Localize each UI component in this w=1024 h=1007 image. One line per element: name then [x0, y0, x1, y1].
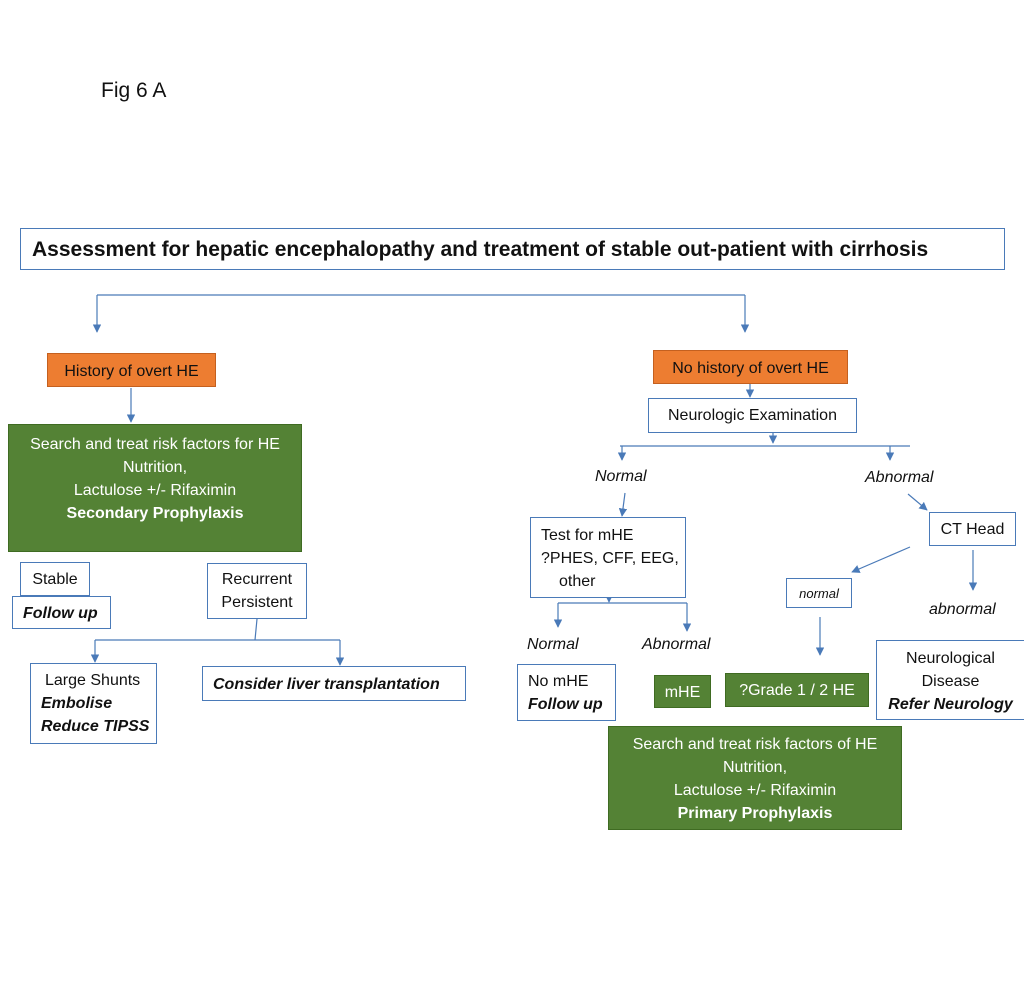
shunts-line-2: Embolise: [41, 695, 113, 712]
recurrent-line-1: Recurrent: [221, 571, 293, 588]
liver-transplant-box: Consider liver transplantation: [202, 666, 466, 701]
ct-head-label: CT Head: [940, 521, 1005, 538]
neuro-disease-line-1: Neurological: [906, 650, 995, 667]
ct-normal-box: normal: [786, 578, 852, 608]
diagram-title: Assessment for hepatic encephalopathy an…: [32, 238, 929, 261]
neuro-disease-line-3: Refer Neurology: [888, 696, 1013, 713]
no-history-label: No history of overt HE: [672, 360, 829, 377]
no-mhe-line-2: Follow up: [528, 696, 603, 713]
arrow-normal-to-test: [618, 492, 628, 517]
large-shunts-box: Large Shunts Embolise Reduce TIPSS: [30, 663, 157, 744]
shunts-line-1: Large Shunts: [45, 672, 141, 689]
mhe-box: mHE: [654, 675, 711, 708]
secondary-line-4: Secondary Prophylaxis: [66, 505, 244, 522]
figure-label: Fig 6 A: [101, 79, 167, 102]
test-abnormal-label: Abnormal: [642, 636, 711, 653]
liver-transplant-label: Consider liver transplantation: [213, 676, 440, 693]
arrow-abnormal-to-ct: [907, 493, 928, 511]
primary-line-1: Search and treat risk factors of HE: [632, 736, 878, 753]
recurrent-down-line: [254, 618, 258, 641]
test-line-1: Test for mHE: [541, 527, 634, 544]
primary-line-2: Nutrition,: [722, 759, 788, 776]
neurologic-exam-label: Neurologic Examination: [668, 407, 837, 424]
follow-up-label: Follow up: [23, 605, 98, 622]
stable-label: Stable: [32, 571, 78, 588]
arrow-ct-to-normal: [851, 546, 911, 573]
primary-line-4: Primary Prophylaxis: [677, 805, 833, 822]
no-history-overt-he-box: No history of overt HE: [653, 350, 848, 384]
secondary-line-3: Lactulose +/- Rifaximin: [73, 482, 237, 499]
abnormal-label: Abnormal: [865, 469, 934, 486]
recurrent-persistent-box: Recurrent Persistent: [207, 563, 307, 619]
primary-prophylaxis-box: Search and treat risk factors of HE Nutr…: [608, 726, 902, 830]
no-mhe-line-1: No mHE: [528, 673, 589, 690]
mhe-label: mHE: [664, 684, 701, 701]
grade-he-label: ?Grade 1 / 2 HE: [739, 682, 855, 699]
neuro-disease-line-2: Disease: [921, 673, 980, 690]
recurrent-line-2: Persistent: [221, 594, 293, 611]
neurologic-exam-box: Neurologic Examination: [648, 398, 857, 433]
secondary-prophylaxis-box: Search and treat risk factors for HE Nut…: [8, 424, 302, 552]
neurological-disease-box: Neurological Disease Refer Neurology: [876, 640, 1024, 720]
title-box: Assessment for hepatic encephalopathy an…: [20, 228, 1005, 270]
test-mhe-box: Test for mHE ?PHES, CFF, EEG, other: [530, 517, 686, 598]
secondary-line-1: Search and treat risk factors for HE: [30, 436, 280, 453]
test-line-2: ?PHES, CFF, EEG,: [541, 550, 679, 567]
secondary-line-2: Nutrition,: [122, 459, 188, 476]
test-normal-label: Normal: [527, 636, 579, 653]
primary-line-3: Lactulose +/- Rifaximin: [673, 782, 837, 799]
ct-normal-label: normal: [799, 586, 839, 601]
shunts-line-3: Reduce TIPSS: [41, 718, 150, 735]
history-overt-he-box: History of overt HE: [47, 353, 216, 387]
ct-abnormal-label: abnormal: [929, 601, 996, 618]
no-mhe-box: No mHE Follow up: [517, 664, 616, 721]
history-overt-he-label: History of overt HE: [64, 363, 199, 380]
follow-up-box: Follow up: [12, 596, 111, 629]
stable-box: Stable: [20, 562, 90, 596]
ct-head-box: CT Head: [929, 512, 1016, 546]
grade-he-box: ?Grade 1 / 2 HE: [725, 673, 869, 707]
test-line-3: other: [559, 573, 596, 590]
normal-label: Normal: [595, 468, 647, 485]
